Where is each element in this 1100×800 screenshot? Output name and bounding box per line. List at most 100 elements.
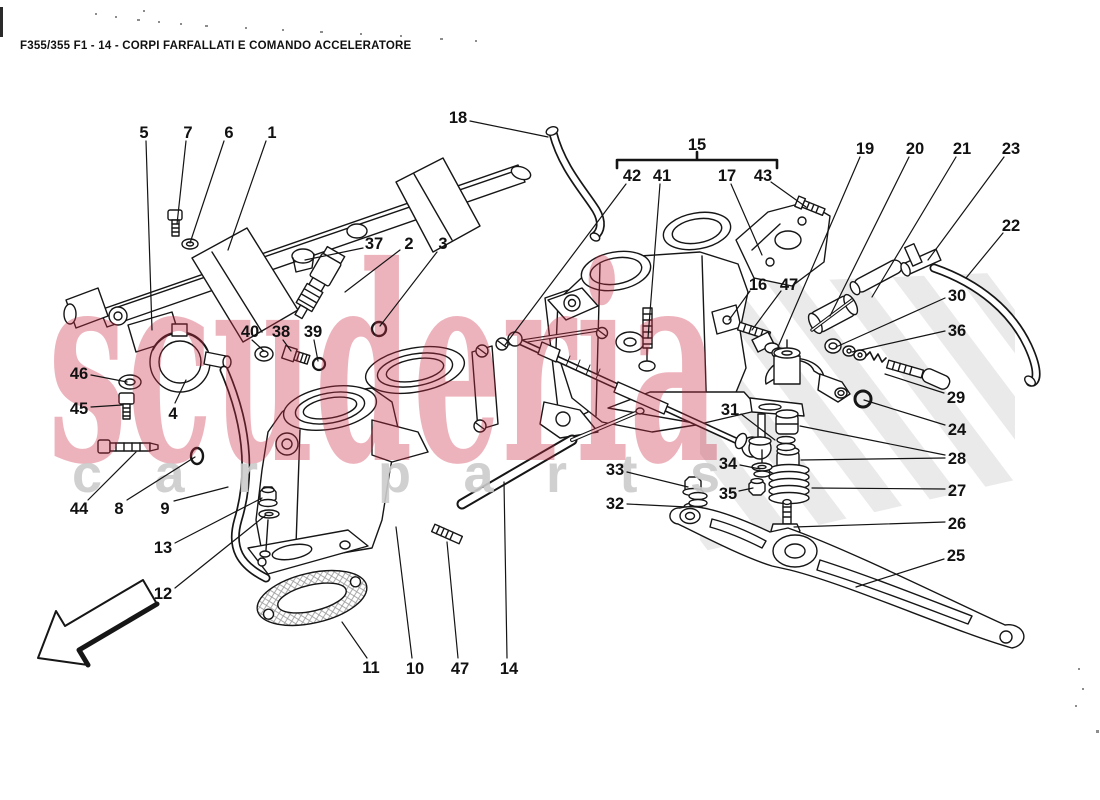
callout-28: 28 bbox=[948, 450, 966, 468]
leader-line-47 bbox=[751, 290, 782, 331]
callout-11: 11 bbox=[362, 659, 379, 677]
leader-line-21 bbox=[871, 156, 957, 298]
callout-41: 41 bbox=[653, 167, 671, 185]
diagram-art bbox=[0, 7, 1099, 733]
callout-33: 33 bbox=[606, 461, 624, 479]
leader-line-26 bbox=[793, 521, 946, 528]
bleed-screw-44 bbox=[97, 439, 159, 454]
callout-1: 1 bbox=[267, 124, 276, 142]
fuel-injector-2 bbox=[294, 245, 346, 320]
washer-34 bbox=[751, 449, 773, 478]
leader-line-18 bbox=[469, 120, 549, 138]
stud-47-lower bbox=[430, 523, 464, 545]
leader-line-39 bbox=[313, 339, 319, 362]
leader-line-25 bbox=[855, 558, 945, 588]
callout-9: 9 bbox=[160, 500, 169, 518]
callout-37: 37 bbox=[365, 235, 383, 253]
pressure-regulator bbox=[149, 323, 232, 393]
leader-line-34 bbox=[739, 464, 761, 470]
watermark-brand: scuderia bbox=[48, 206, 720, 524]
callout-34: 34 bbox=[719, 455, 738, 473]
callout-24: 24 bbox=[948, 421, 967, 439]
leader-line-27 bbox=[811, 487, 946, 490]
leader-line-10 bbox=[395, 526, 413, 659]
leader-line-28 bbox=[799, 425, 946, 456]
leader-line-46 bbox=[90, 374, 128, 383]
direction-arrow bbox=[37, 579, 160, 668]
leader-line-41 bbox=[647, 183, 661, 339]
leader-line-12 bbox=[174, 514, 267, 589]
callout-5: 5 bbox=[139, 124, 148, 142]
callout-39: 39 bbox=[304, 323, 322, 341]
o-ring-8 bbox=[189, 446, 205, 466]
leader-line-19 bbox=[777, 156, 861, 348]
nut-13 bbox=[258, 486, 278, 508]
screw-43 bbox=[794, 195, 826, 217]
leader-line-40 bbox=[251, 339, 265, 352]
callout-6: 6 bbox=[224, 124, 233, 142]
callout-23: 23 bbox=[1002, 140, 1020, 158]
callout-20: 20 bbox=[906, 140, 924, 158]
leader-line-24 bbox=[863, 399, 946, 426]
callout-44: 44 bbox=[70, 500, 89, 518]
o-ring-39 bbox=[311, 356, 327, 372]
callout-30: 30 bbox=[948, 287, 966, 305]
leader-line-14 bbox=[503, 481, 508, 659]
leader-line-2 bbox=[344, 249, 401, 293]
callout-43: 43 bbox=[754, 167, 772, 185]
leader-line-1 bbox=[227, 140, 267, 251]
bellcrank bbox=[748, 339, 851, 460]
leader-line-4 bbox=[174, 379, 187, 404]
washer-12 bbox=[258, 509, 280, 558]
callout-15: 15 bbox=[688, 136, 706, 154]
callout-7: 7 bbox=[183, 124, 192, 142]
stud-41 bbox=[638, 307, 656, 372]
leader-line-11 bbox=[341, 621, 368, 659]
leader-line-23 bbox=[927, 156, 1005, 261]
nut-30 bbox=[824, 338, 842, 354]
callout-45: 45 bbox=[70, 400, 88, 418]
o-ring-3 bbox=[370, 320, 388, 338]
leader-line-8 bbox=[126, 456, 196, 501]
callout-8: 8 bbox=[114, 500, 123, 518]
leader-line-45 bbox=[90, 404, 123, 408]
callout-3: 3 bbox=[438, 235, 447, 253]
callout-32: 32 bbox=[606, 495, 624, 513]
tps-sensor bbox=[735, 201, 831, 287]
hose-9 bbox=[219, 365, 271, 583]
leader-line-38 bbox=[282, 339, 292, 352]
leader-line-44 bbox=[87, 451, 137, 501]
callout-46: 46 bbox=[70, 365, 88, 383]
leader-line-32 bbox=[626, 503, 688, 508]
callout-38: 38 bbox=[272, 323, 290, 341]
leader-line-22 bbox=[965, 232, 1004, 279]
callout-29: 29 bbox=[947, 389, 965, 407]
push-rod-14 bbox=[456, 407, 645, 510]
leader-line-28 bbox=[800, 457, 946, 461]
callout-2: 2 bbox=[404, 235, 413, 253]
callout-18: 18 bbox=[449, 109, 467, 127]
leader-line-30 bbox=[835, 297, 946, 348]
leader-line-35 bbox=[738, 487, 754, 492]
gasket-11 bbox=[256, 569, 368, 627]
callout-35: 35 bbox=[719, 485, 737, 503]
callout-12: 12 bbox=[154, 585, 172, 603]
fitting-38 bbox=[281, 344, 311, 365]
leader-line-20 bbox=[829, 156, 910, 317]
callout-19: 19 bbox=[856, 140, 874, 158]
leader-line-36 bbox=[851, 330, 946, 353]
callout-17: 17 bbox=[718, 167, 736, 185]
leader-line-13 bbox=[174, 497, 263, 544]
leader-line-29 bbox=[884, 373, 945, 394]
screw-45 bbox=[118, 392, 135, 420]
washer-46 bbox=[118, 374, 142, 390]
leader-line-37 bbox=[304, 247, 364, 261]
callout-40: 40 bbox=[241, 323, 259, 341]
spring-27 bbox=[768, 463, 810, 505]
hose-22 bbox=[929, 263, 1041, 387]
left-throttle-body bbox=[247, 344, 499, 575]
callout-22: 22 bbox=[1002, 217, 1020, 235]
paper-speckles bbox=[0, 7, 1099, 733]
